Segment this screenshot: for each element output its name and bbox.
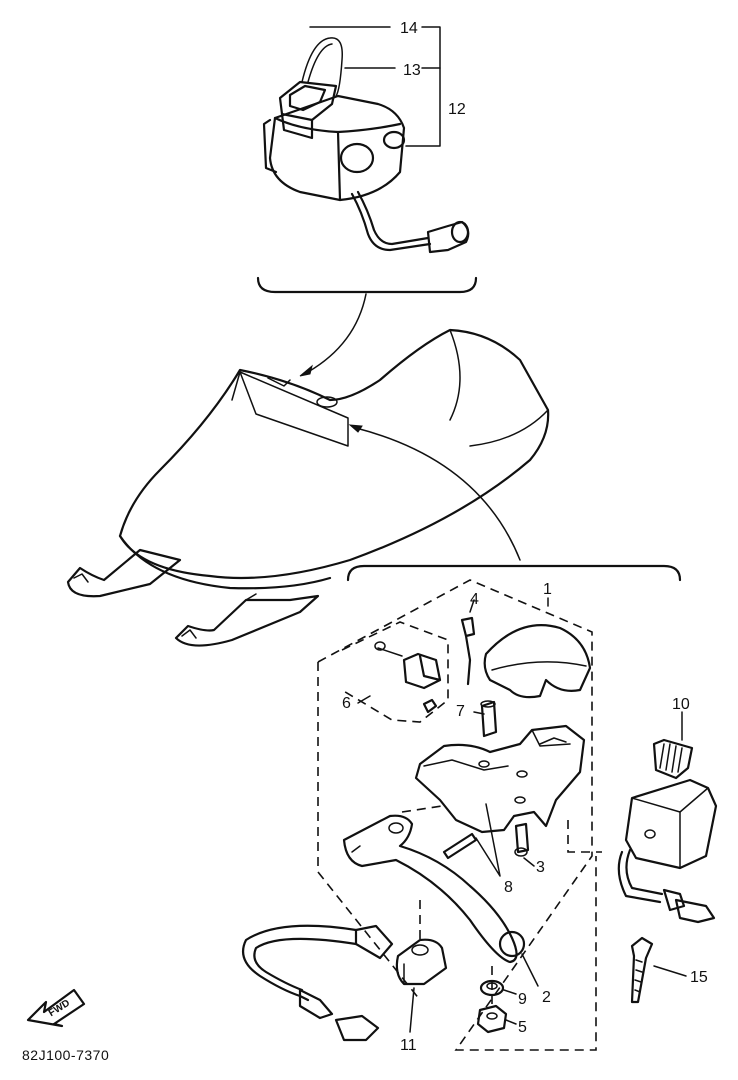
assembly-1-outline-left	[317, 662, 421, 1001]
leader-11	[409, 987, 415, 1033]
leader-7	[473, 711, 485, 715]
leader-9	[503, 989, 517, 995]
relay-unit	[617, 738, 718, 924]
callout-15: 15	[690, 969, 708, 986]
screw-8	[442, 832, 478, 860]
bolt-3	[514, 822, 530, 854]
nut-5-hole	[486, 1012, 498, 1020]
callout-1: 1	[543, 581, 552, 598]
callout-11: 11	[400, 1037, 417, 1054]
pointer-arrow-top	[307, 293, 367, 373]
pointer-arrowhead-top	[299, 364, 313, 377]
assembly-1-outline	[317, 579, 597, 1051]
holder-to-lever	[401, 805, 443, 813]
callout-3: 3	[536, 859, 545, 876]
leader-8	[475, 803, 501, 877]
forward-label: FWD	[47, 998, 72, 1019]
callout-4: 4	[470, 591, 479, 608]
callout-5: 5	[518, 1019, 527, 1036]
callout-10: 10	[672, 696, 690, 713]
switch-assembly	[262, 26, 470, 254]
bolt-4	[460, 616, 476, 686]
brake-switch-small	[374, 641, 442, 714]
view-bracket-bottom	[346, 564, 682, 582]
callout-2: 2	[542, 989, 551, 1006]
leader-6	[357, 695, 371, 704]
brake-light-switch	[242, 924, 448, 1042]
callout-13: 13	[403, 62, 421, 79]
brake-lever	[342, 814, 526, 964]
callout-9: 9	[518, 991, 527, 1008]
leader-5	[505, 1019, 517, 1025]
forward-arrow-icon	[26, 988, 86, 1028]
view-bracket-top	[256, 276, 478, 294]
leader-3	[523, 857, 535, 867]
bolt-3-head	[514, 847, 528, 857]
pointer-arrow-lever	[355, 427, 521, 561]
callout-14: 14	[400, 20, 418, 37]
callout-7: 7	[456, 703, 465, 720]
snowmobile-body	[66, 328, 550, 647]
collar-7	[480, 700, 498, 738]
group-6-outline	[341, 621, 449, 723]
connector-line	[567, 820, 602, 853]
lever-cover	[483, 624, 592, 699]
callout-8: 8	[504, 879, 513, 896]
collar-7-top	[480, 700, 496, 708]
diagram-code: 82J100-7370	[22, 1047, 109, 1063]
leader-2	[521, 953, 539, 987]
cable-tie	[630, 936, 654, 1004]
leader-15	[653, 965, 687, 977]
nut-5	[476, 1004, 508, 1034]
pointer-arrowhead-lever	[348, 424, 363, 433]
leader-4	[469, 599, 475, 613]
callout-12: 12	[448, 101, 466, 118]
lever-holder	[414, 724, 586, 834]
callout-6: 6	[342, 695, 351, 712]
